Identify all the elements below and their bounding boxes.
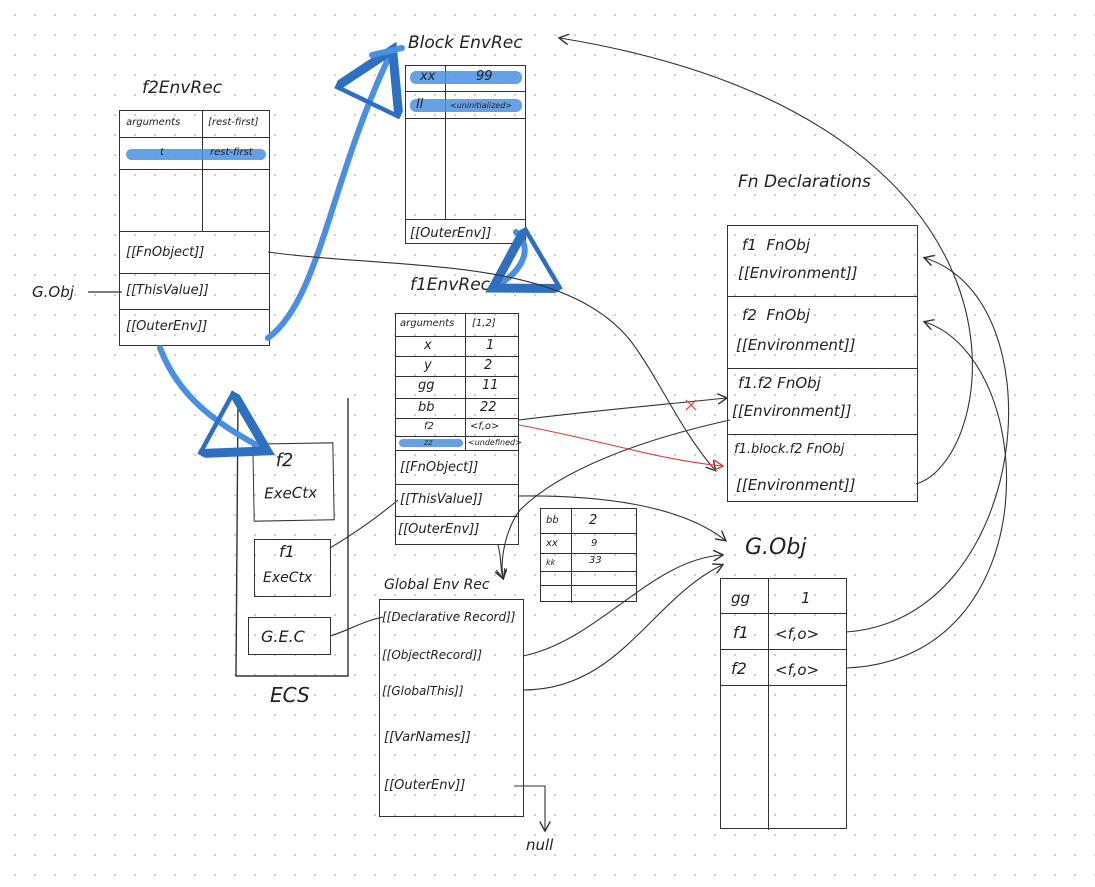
fndecl-1-env: [[Environment]] xyxy=(736,336,856,354)
global-row0: [[Declarative Record]] xyxy=(382,610,516,624)
block-outerenv: [[OuterEnv]] xyxy=(410,226,492,241)
gobj-row0-val: 1 xyxy=(801,589,811,607)
f1envrec-box: arguments [1,2] x 1 y 2 gg 11 bb 22 f2 <… xyxy=(395,313,522,545)
red-cross xyxy=(685,399,697,411)
decl-row1-val: 9 xyxy=(591,538,598,549)
fndecl-3-env: [[Environment]] xyxy=(736,476,856,494)
arrow-f1-outer-to-global xyxy=(498,544,503,578)
gobj-row2-key: f2 xyxy=(731,659,747,678)
fn-declarations-box: f1 FnObj [[Environment]] f2 FnObj [[Envi… xyxy=(727,225,918,502)
f1-row5-key: f2 xyxy=(424,421,434,432)
highlight-f2-row1 xyxy=(126,149,266,160)
global-row1: [[ObjectRecord]] xyxy=(382,648,483,662)
line-gec-to-global xyxy=(329,616,384,637)
f2-row0-key: arguments xyxy=(126,117,181,128)
f1-row2-val: 2 xyxy=(484,358,493,373)
f1-row1-key: x xyxy=(424,338,432,353)
blockenvrec-box: xx 99 ll <uninitialized> [[OuterEnv]] xyxy=(405,65,526,244)
blockenvrec-title: Block EnvRec xyxy=(408,33,523,53)
ecs-f2-ctx: ExeCtx xyxy=(264,483,318,503)
highlight-block-row0 xyxy=(410,71,522,84)
f1-row0-val: [1,2] xyxy=(472,318,496,329)
decl-row1-key: xx xyxy=(546,538,558,549)
declarative-table: bb 2 xx 9 kk 33 xyxy=(540,508,637,603)
f1-row4-key: bb xyxy=(418,400,435,415)
gobj-row2-val: <f,o> xyxy=(775,661,820,679)
decl-row0-key: bb xyxy=(546,515,559,526)
f1envrec-title: f1EnvRec xyxy=(410,275,490,295)
global-envrec-title: Global Env Rec xyxy=(384,577,490,593)
ecs-f2-name: f2 xyxy=(275,449,294,472)
gobj-title: G.Obj xyxy=(745,535,807,560)
decl-row2-val: 33 xyxy=(589,555,602,566)
fndecl-1-name: f2 FnObj xyxy=(742,306,810,324)
global-row3: [[VarNames]] xyxy=(384,730,471,745)
global-envrec-box: [[Declarative Record]] [[ObjectRecord]] … xyxy=(379,599,524,817)
f1-row3-key: gg xyxy=(418,378,435,393)
null-label: null xyxy=(526,836,554,854)
f2-outerenv: [[OuterEnv]] xyxy=(126,319,208,334)
block-row0-val: 99 xyxy=(476,69,493,84)
f2-fnobject: [[FnObject]] xyxy=(126,245,205,260)
f1-row6-key: zz xyxy=(424,438,433,447)
f1-row0-key: arguments xyxy=(400,318,455,329)
fndecl-2-env: [[Environment]] xyxy=(732,402,852,420)
arrow-f1-f2-black xyxy=(518,398,726,421)
gobj-box: gg 1 f1 <f,o> f2 <f,o> xyxy=(720,578,847,830)
fndecl-0-env: [[Environment]] xyxy=(738,264,858,282)
f1-row2-key: y xyxy=(424,358,432,373)
f2envrec-title: f2EnvRec xyxy=(142,78,222,98)
global-row4: [[OuterEnv]] xyxy=(384,778,466,793)
fndecl-2-name: f1.f2 FnObj xyxy=(738,374,821,392)
f1-thisvalue: [[ThisValue]] xyxy=(400,492,483,507)
fndecl-3-name: f1.block.f2 FnObj xyxy=(734,442,845,457)
f2-row0-val: [rest-first] xyxy=(208,117,259,128)
decl-row2-key: kk xyxy=(546,558,556,567)
decl-row0-val: 2 xyxy=(589,513,598,528)
ecs-frame-f2: f2 ExeCtx xyxy=(252,442,335,522)
f1-row3-val: 11 xyxy=(482,378,499,393)
f2-row1-val: rest-first xyxy=(210,147,253,158)
ecs-frame-gec: G.E.C xyxy=(248,617,331,655)
blue-arrow-f2-outer-to-block-tip xyxy=(369,45,405,58)
highlight-block-row1 xyxy=(410,99,522,112)
f2envrec-box: arguments [rest-first] t rest-first [[Fn… xyxy=(119,110,270,346)
f1-row6-val: <undefined> xyxy=(468,438,522,447)
line-f1ctx-to-f1 xyxy=(329,499,399,549)
f2-thisvalue: [[ThisValue]] xyxy=(126,283,209,298)
f1-row4-val: 22 xyxy=(480,400,497,415)
f1-row5-val: <f,o> xyxy=(470,421,500,432)
ecs-frame-f1: f1 ExeCtx xyxy=(254,539,331,597)
f1-fnobject: [[FnObject]] xyxy=(400,460,479,475)
gobj-row1-key: f1 xyxy=(733,623,749,642)
ecs-f1-name: f1 xyxy=(279,542,295,561)
fndecl-0-name: f1 FnObj xyxy=(742,236,810,254)
fn-declarations-title: Fn Declarations xyxy=(738,172,871,192)
f2-row1-key: t xyxy=(160,147,164,158)
block-row1-val: <uninitialized> xyxy=(450,101,512,110)
block-row0-key: xx xyxy=(420,69,436,84)
ecs-f1-ctx: ExeCtx xyxy=(263,570,313,586)
f1-outerenv: [[OuterEnv]] xyxy=(398,522,480,537)
blue-arrow-f2-outer-to-block xyxy=(265,55,390,341)
block-row1-key: ll xyxy=(416,97,424,112)
global-row2: [[GlobalThis]] xyxy=(382,684,464,698)
arrow-f1-f2-red xyxy=(518,424,722,466)
ecs-label: ECS xyxy=(270,683,310,707)
gobj-row1-val: <f,o> xyxy=(775,625,820,643)
gobj-ref-label: G.Obj xyxy=(32,283,74,301)
blue-arrow-f2-to-ecs xyxy=(157,345,262,448)
gobj-row0-key: gg xyxy=(731,589,751,607)
ecs-gec-name: G.E.C xyxy=(261,627,305,646)
f1-row1-val: 1 xyxy=(486,338,495,353)
